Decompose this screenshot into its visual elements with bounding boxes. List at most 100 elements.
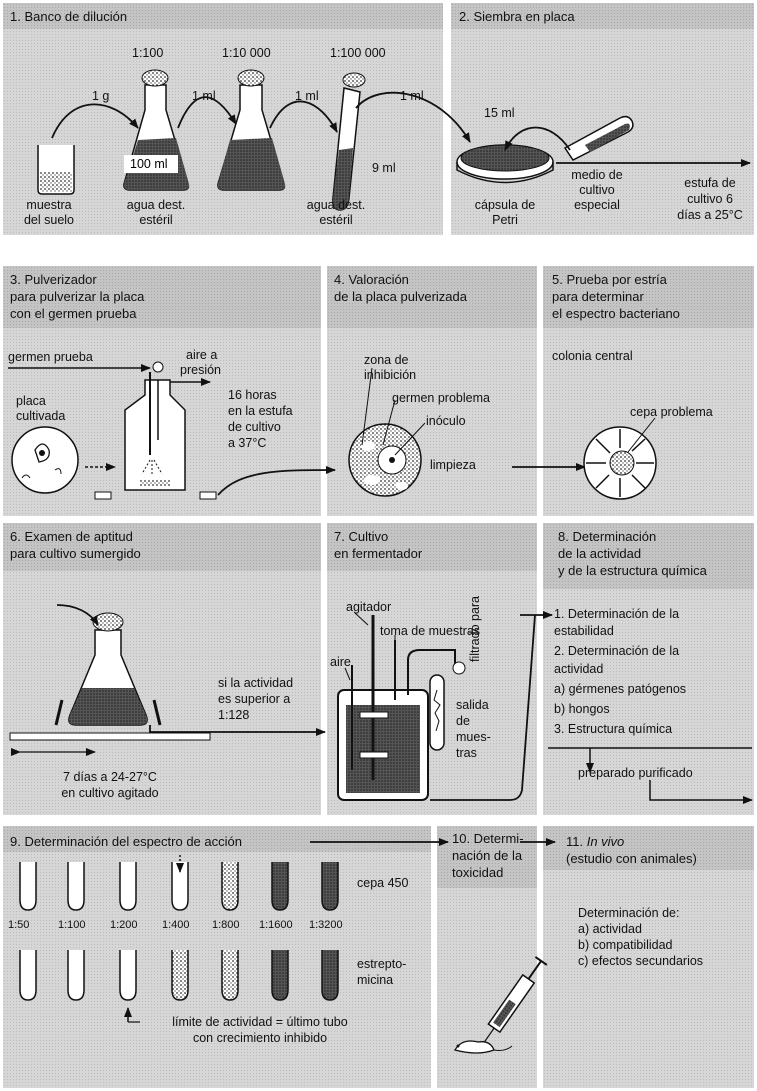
label-aire: aire (330, 655, 351, 669)
label-aire-1: aire a (186, 348, 218, 362)
label-muestra-1: muestra (26, 198, 72, 212)
panel-4-header (327, 266, 537, 328)
ratio-1-100000: 1:100 000 (330, 46, 386, 60)
panel-11-title-2: (estudio con animales) (566, 851, 697, 866)
label-toma-muestras: toma de muestras (380, 624, 481, 638)
panel-8-title-2: de la actividad (558, 546, 642, 561)
dilution-label-3: 1:200 (110, 919, 138, 931)
label-preparado-purificado: preparado purificado (578, 766, 693, 780)
label-capsula-2: Petri (492, 213, 518, 227)
panel-8-title-3: y de la estructura química (558, 563, 707, 578)
label-aire-2: presión (180, 363, 221, 377)
label-horas-1: 16 horas (228, 388, 277, 402)
label-medio-3: especial (574, 198, 620, 212)
label-salida-2: de (456, 714, 470, 728)
label-compatibilidad: b) compatibilidad (578, 938, 673, 952)
label-1ml-c: 1 ml (400, 89, 424, 103)
label-filtrado-para: filtrado para (468, 595, 482, 662)
panel-11-number: 11. (566, 834, 587, 849)
label-det-7: 3. Estructura química (554, 722, 673, 736)
label-det-2: estabilidad (554, 624, 614, 638)
label-det-3: 2. Determinación de la (554, 644, 680, 658)
panel-5-title-3: el espectro bacteriano (552, 306, 680, 321)
dilution-label-4: 1:400 (162, 919, 190, 931)
label-estufa-1: estufa de (684, 176, 736, 190)
label-si-2: es superior a (218, 692, 291, 706)
flask-2-10000 (217, 69, 286, 191)
panel-6-bg (3, 523, 321, 815)
panel-10-title-1: 10. Determi- (452, 831, 524, 846)
panel-7-title-1: 7. Cultivo (334, 529, 389, 544)
label-limpieza: limpieza (430, 458, 476, 472)
panel-8-header (543, 523, 754, 589)
label-agua-2a: agua dest. (306, 198, 366, 212)
panel-9-header (3, 826, 431, 852)
panel-1-bg (3, 3, 443, 235)
panel-7-bg (327, 523, 537, 815)
label-actividad: a) actividad (578, 922, 642, 936)
label-dias-1: 7 días a 24-27°C (63, 770, 157, 784)
panel-6-header (3, 523, 321, 571)
label-zona-1: zona de (364, 353, 409, 367)
label-agua-1b: estéril (139, 213, 173, 227)
label-capsula-1: cápsula de (474, 198, 536, 212)
flask-1-100 (123, 69, 190, 191)
dilution-label-5: 1:800 (212, 919, 240, 931)
dilution-tubes-cepa-450 (19, 862, 339, 911)
panel-5-header (543, 266, 754, 328)
panel-1-title: 1. Banco de dilución (10, 9, 128, 24)
panel-7-title-2: en fermentador (334, 546, 423, 561)
panel-7-header (327, 523, 537, 571)
label-1g: 1 g (92, 89, 110, 103)
panel-2-header (451, 3, 754, 29)
panel-10-header (437, 826, 537, 888)
label-medio-1: medio de (571, 168, 623, 182)
label-det-5: a) gérmenes patógenos (554, 682, 687, 696)
label-agitador: agitador (346, 600, 392, 614)
label-agua-1a: agua dest. (126, 198, 186, 212)
assay-plate (348, 423, 422, 497)
dilution-label-7: 1:3200 (309, 919, 343, 931)
ratio-1-100: 1:100 (132, 46, 164, 60)
label-salida-1: salida (456, 698, 489, 712)
label-15ml: 15 ml (484, 106, 515, 120)
sprayer-bottle (124, 361, 186, 491)
label-cepa-450: cepa 450 (357, 876, 409, 890)
label-1ml-b: 1 ml (295, 89, 319, 103)
label-1ml-a: 1 ml (192, 89, 216, 103)
label-efectos-secundarios: c) efectos secundarios (578, 954, 704, 968)
panel-5-title-2: para determinar (552, 289, 644, 304)
label-germen-prueba: germen prueba (8, 350, 93, 364)
panel-10-title-2: nación de la (452, 848, 523, 863)
panel-2-bg (451, 3, 754, 235)
label-estufa-3: días a 25°C (677, 208, 743, 222)
panel-10-title-3: toxicidad (452, 865, 504, 880)
label-agua-2b: estéril (319, 213, 353, 227)
label-determinacion-de: Determinación de: (578, 906, 680, 920)
soil-sample-beaker (37, 145, 75, 195)
culture-tube (563, 115, 634, 161)
label-det-1: 1. Determinación de la (554, 607, 680, 621)
panel-3-title-2: para pulverizar la placa (10, 289, 145, 304)
label-estrepto-2: micina (357, 973, 394, 987)
label-estrepto-1: estrepto- (357, 957, 407, 971)
label-si-1: si la actividad (218, 676, 294, 690)
panel-11-header (543, 826, 754, 870)
label-dias-2: en cultivo agitado (61, 786, 159, 800)
panel-9-title: 9. Determinación del espectro de acción (10, 834, 242, 849)
panel-4-title-1: 4. Valoración (334, 272, 409, 287)
label-zona-2: inhibición (364, 368, 417, 382)
panel-1-header (3, 3, 443, 29)
shaker-flask (9, 612, 211, 741)
panel-6-title-1: 6. Examen de aptitud (10, 529, 133, 544)
ratio-1-10000: 1:10 000 (222, 46, 271, 60)
panel-3-title-3: con el germen prueba (10, 306, 137, 321)
dilution-label-1: 1:50 (8, 919, 30, 931)
panel-8-title-1: 8. Determinación (558, 529, 657, 544)
panel-2-title: 2. Siembra en placa (459, 9, 575, 24)
label-germen-problema: germen problema (392, 391, 490, 405)
label-horas-4: a 37°C (228, 436, 267, 450)
label-limite-2: con crecimiento inhibido (192, 1031, 328, 1045)
dilution-label-2: 1:100 (58, 919, 86, 931)
